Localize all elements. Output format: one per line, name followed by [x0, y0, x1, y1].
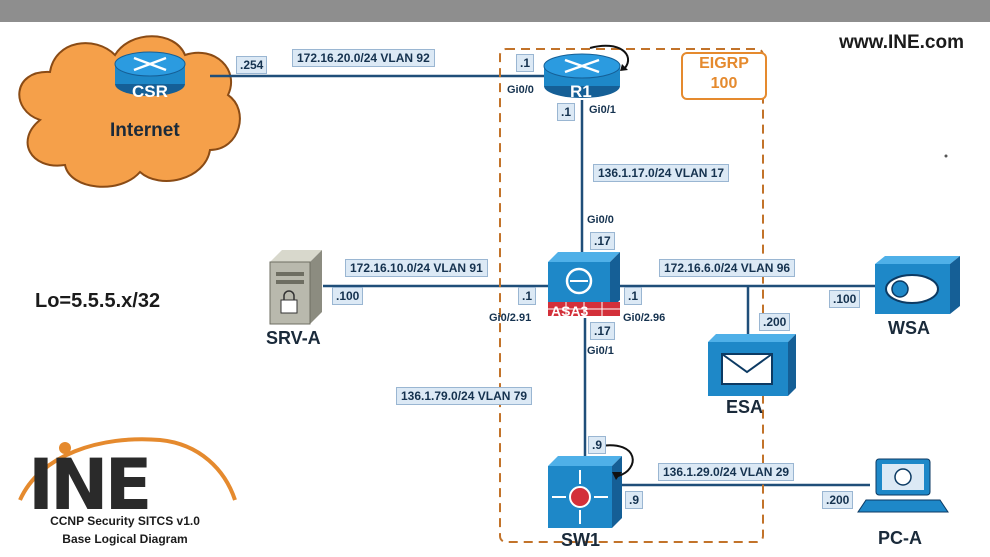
- ine-logo-swoosh: [18, 437, 237, 501]
- asa-gi01-label: Gi0/1: [587, 345, 614, 357]
- eigrp-label: EIGRP 100: [681, 52, 767, 100]
- r1-gi01-label: Gi0/1: [589, 104, 616, 116]
- eigrp-boundary: [499, 48, 764, 543]
- diagram-caption: Base Logical Diagram: [62, 532, 188, 546]
- srva-server-icon: [269, 250, 322, 325]
- asa-host-17-gi01: .17: [590, 322, 615, 340]
- srva-host-100: .100: [332, 287, 364, 305]
- eigrp-title: EIGRP: [699, 55, 749, 72]
- asa-gi0296-label: Gi0/2.96: [623, 312, 666, 324]
- sw1-switch-icon: [548, 444, 634, 528]
- csr-label: CSR: [132, 82, 168, 101]
- eigrp-as-number: 100: [710, 75, 738, 92]
- subnet-vlan79-label: 136.1.79.0/24 VLAN 79: [396, 387, 533, 405]
- sw1-host-9-top: .9: [588, 436, 607, 454]
- r1-router-icon: [543, 44, 630, 98]
- pca-host-200: .200: [822, 491, 854, 509]
- marker-dot: [944, 154, 948, 158]
- wsa-host-100: .100: [829, 290, 861, 308]
- sw1-label: SW1: [561, 530, 601, 550]
- loopback-label: Lo=5.5.5.x/32: [35, 290, 161, 312]
- csr-router-icon: [114, 51, 186, 96]
- pca-workstation-icon: [857, 458, 949, 513]
- site-url: www.INE.com: [839, 32, 964, 53]
- asa-host-1-gi0296: .1: [624, 287, 643, 305]
- internet-label: Internet: [110, 120, 180, 141]
- asa-host-1-gi0291: .1: [518, 287, 537, 305]
- esa-host-200: .200: [759, 313, 791, 331]
- r1-label: R1: [570, 82, 592, 101]
- subnet-vlan91-label: 172.16.10.0/24 VLAN 91: [345, 259, 488, 277]
- ine-logo-dot: [59, 442, 71, 454]
- r1-host-1-gi00: .1: [516, 54, 535, 72]
- course-caption: CCNP Security SITCS v1.0: [50, 514, 200, 528]
- wsa-appliance-icon: [875, 256, 960, 314]
- asa-label: ASA3: [551, 303, 589, 319]
- asa-firewall-icon: [548, 252, 620, 316]
- window-top-bar: [0, 0, 990, 22]
- ine-logo: INE: [28, 444, 152, 526]
- wsa-label: WSA: [888, 318, 930, 338]
- asa-gi00-label: Gi0/0: [587, 214, 614, 226]
- asa-host-17-gi00: .17: [590, 232, 615, 250]
- subnet-vlan96-label: 172.16.6.0/24 VLAN 96: [659, 259, 796, 277]
- srva-label: SRV-A: [266, 328, 321, 348]
- subnet-vlan17-label: 136.1.17.0/24 VLAN 17: [593, 164, 730, 182]
- subnet-vlan92-label: 172.16.20.0/24 VLAN 92: [292, 49, 435, 67]
- pca-label: PC-A: [878, 528, 922, 548]
- subnet-vlan29-label: 136.1.29.0/24 VLAN 29: [658, 463, 795, 481]
- esa-appliance-icon: [708, 334, 796, 396]
- csr-host-254: .254: [236, 56, 268, 74]
- asa-gi0291-label: Gi0/2.91: [489, 312, 532, 324]
- sw1-host-9-right: .9: [625, 491, 644, 509]
- esa-label: ESA: [726, 397, 764, 417]
- r1-gi00-label: Gi0/0: [507, 84, 534, 96]
- r1-host-1-gi01: .1: [557, 103, 576, 121]
